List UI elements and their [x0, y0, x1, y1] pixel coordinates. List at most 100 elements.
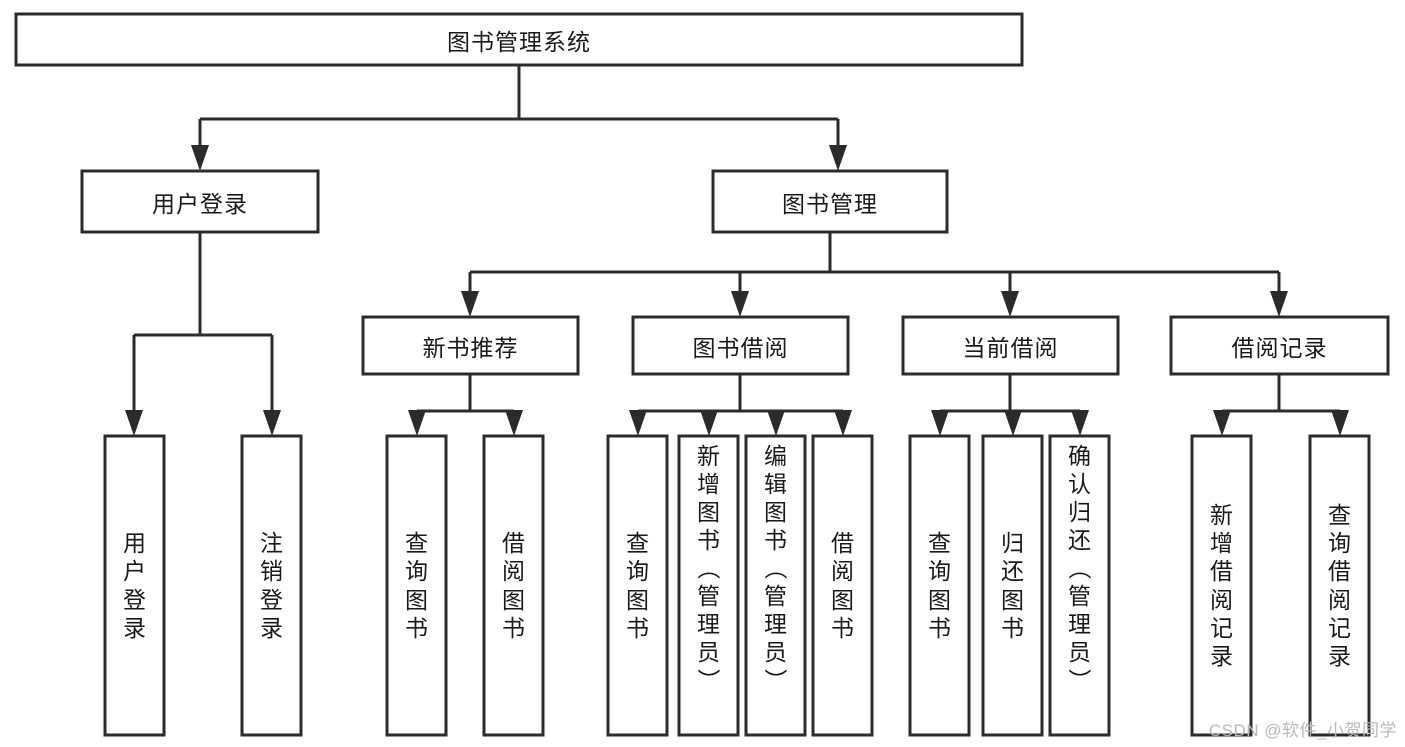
vertical-char: 查	[1328, 502, 1351, 529]
vertical-char: 销	[260, 558, 283, 585]
arrow-head-leaf-borrow-book-2	[834, 410, 852, 436]
node-box-user-login[interactable]	[80, 169, 320, 234]
vertical-char: 记	[1328, 614, 1351, 641]
vertical-char: 询	[626, 558, 649, 585]
vertical-char: 录	[1328, 642, 1351, 669]
vertical-char: 阅	[831, 558, 854, 585]
vertical-char: 询	[405, 558, 428, 585]
vertical-char: 图	[764, 499, 787, 526]
vertical-char: 图	[405, 586, 428, 613]
label-borrow-record: 借阅记录	[1231, 334, 1328, 361]
label-leaf-borrow-book-2: 借阅图书	[813, 436, 872, 735]
vertical-char: 管	[764, 583, 787, 610]
node-box-leaf-query-book-3[interactable]	[908, 434, 971, 737]
label-leaf-add-book-admin: 新增图书（管理员）	[679, 442, 738, 735]
connector-borrow-record-children	[1213, 374, 1349, 436]
connector-root-to-level2	[191, 65, 847, 171]
label-leaf-add-borrow-record: 新增借阅记录	[1192, 436, 1251, 735]
label-leaf-confirm-return-admin: 确认归还（管理员）	[1050, 442, 1109, 735]
arrow-head-leaf-edit-book-admin	[767, 410, 785, 436]
vertical-char: 借	[502, 530, 525, 557]
vertical-char: 理	[764, 611, 787, 638]
vertical-char: 书	[764, 527, 787, 554]
arrow-head-borrow-record	[1270, 291, 1288, 317]
node-box-leaf-query-book-2[interactable]	[606, 434, 669, 737]
node-box-new-book-recommend[interactable]	[361, 315, 580, 376]
label-root: 图书管理系统	[447, 28, 591, 55]
vertical-char: 阅	[502, 558, 525, 585]
arrow-head-leaf-query-book-3	[931, 410, 949, 436]
vertical-char: （	[1066, 556, 1093, 580]
vertical-char: 图	[1001, 586, 1024, 613]
node-box-leaf-add-borrow-record[interactable]	[1190, 434, 1253, 737]
arrow-head-leaf-user-login	[125, 410, 143, 436]
vertical-char: 录	[260, 614, 283, 641]
vertical-char: 阅	[1328, 586, 1351, 613]
arrow-head-leaf-add-borrow-record	[1213, 410, 1231, 436]
vertical-char: 新	[1210, 502, 1233, 529]
label-user-login: 用户登录	[152, 190, 248, 217]
vertical-char: 员	[1068, 639, 1091, 666]
vertical-char: 书	[502, 614, 525, 641]
vertical-char: 登	[123, 586, 146, 613]
label-current-borrow: 当前借阅	[962, 334, 1059, 361]
node-box-leaf-borrow-book-2[interactable]	[811, 434, 874, 737]
arrow-head-leaf-borrow-book-1	[505, 410, 523, 436]
vertical-char: 认	[1068, 471, 1091, 498]
vertical-char: 新	[697, 443, 720, 469]
node-box-leaf-logout-login[interactable]	[240, 434, 303, 737]
vertical-char: 注	[260, 530, 283, 557]
label-leaf-query-book-1: 查询图书	[387, 436, 446, 735]
vertical-char: 理	[697, 611, 720, 638]
vertical-char: 阅	[1210, 586, 1233, 613]
label-book-manage: 图书管理	[782, 190, 878, 217]
vertical-char: 查	[928, 530, 951, 557]
vertical-char: 借	[1328, 558, 1351, 585]
vertical-char: 图	[928, 586, 951, 613]
arrow-head-book-borrow	[731, 291, 749, 317]
vertical-char: ）	[762, 668, 789, 692]
vertical-char: 编	[764, 443, 787, 469]
node-box-current-borrow[interactable]	[901, 315, 1120, 376]
label-leaf-logout-login: 注销登录	[242, 436, 301, 735]
vertical-char: 书	[405, 614, 428, 641]
node-box-leaf-query-borrow-record[interactable]	[1308, 434, 1371, 737]
vertical-char: 管	[1068, 583, 1091, 610]
label-new-book-recommend: 新书推荐	[422, 334, 519, 361]
vertical-char: 借	[1210, 558, 1233, 585]
vertical-char: 书	[1001, 614, 1024, 641]
label-leaf-query-borrow-record: 查询借阅记录	[1310, 436, 1369, 735]
node-box-leaf-user-login[interactable]	[103, 434, 166, 737]
arrow-head-leaf-return-book	[1004, 410, 1022, 436]
node-box-leaf-query-book-1[interactable]	[385, 434, 448, 737]
node-box-leaf-edit-book-admin[interactable]	[744, 434, 807, 737]
arrow-head-book-manage	[829, 145, 847, 171]
vertical-char: 归	[1001, 530, 1024, 557]
node-box-leaf-confirm-return-admin[interactable]	[1048, 434, 1111, 737]
label-leaf-user-login: 用户登录	[105, 436, 164, 735]
vertical-char: 书	[831, 614, 854, 641]
vertical-char: 增	[1210, 530, 1233, 557]
arrow-head-leaf-query-borrow-record	[1331, 410, 1349, 436]
vertical-char: 归	[1068, 499, 1091, 526]
node-box-root[interactable]	[14, 12, 1024, 67]
connector-user-login-children	[125, 232, 281, 436]
node-box-leaf-return-book[interactable]	[981, 434, 1044, 737]
vertical-char: 图	[831, 586, 854, 613]
vertical-char: 书	[626, 614, 649, 641]
vertical-char: 登	[260, 586, 283, 613]
arrow-head-leaf-confirm-return-admin	[1071, 410, 1089, 436]
label-leaf-query-book-2: 查询图书	[608, 436, 667, 735]
vertical-char: ）	[695, 668, 722, 692]
vertical-char: 借	[831, 530, 854, 557]
vertical-char: 还	[1001, 558, 1024, 585]
vertical-char: 查	[626, 530, 649, 557]
vertical-char: 录	[123, 614, 146, 641]
vertical-char: ）	[1066, 668, 1093, 692]
connector-new-book-recommend-children	[408, 374, 523, 436]
vertical-char: 辑	[764, 471, 787, 498]
label-leaf-query-book-3: 查询图书	[910, 436, 969, 735]
node-box-leaf-borrow-book-1[interactable]	[482, 434, 545, 737]
connector-book-borrow-children	[629, 374, 852, 436]
node-box-leaf-add-book-admin[interactable]	[677, 434, 740, 737]
